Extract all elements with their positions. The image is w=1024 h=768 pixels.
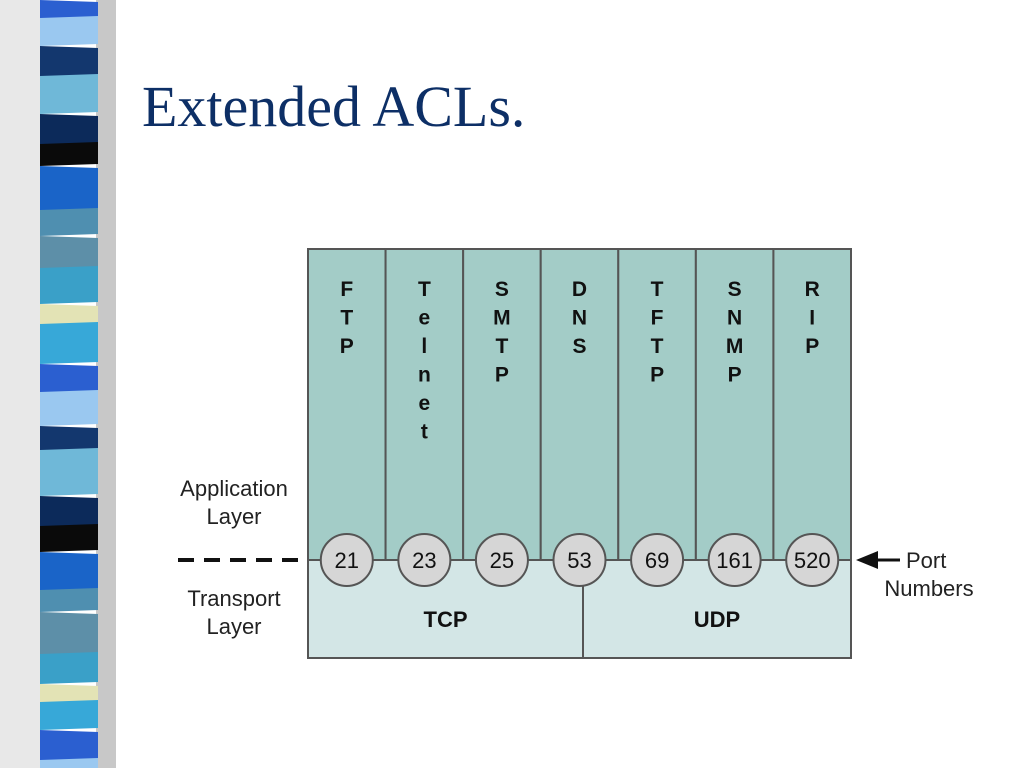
protocol-letter: P	[805, 335, 819, 358]
protocol-letter: T	[651, 335, 664, 358]
stripe-segment	[40, 496, 98, 528]
protocol-letter: S	[728, 278, 742, 301]
port-circle	[552, 533, 607, 587]
stripe-segment	[40, 236, 98, 270]
stripe-segment	[40, 16, 98, 46]
stripe-segment	[40, 74, 98, 114]
udp-label: UDP	[694, 607, 740, 632]
stripe-segment	[40, 588, 98, 612]
port-circle	[474, 533, 529, 587]
port-number: 25	[490, 548, 514, 573]
stripe-segment	[40, 524, 98, 552]
protocol-letter: T	[651, 278, 664, 301]
application-column	[307, 248, 387, 561]
stripe-bar-left-edge	[0, 0, 40, 768]
protocol-letter: n	[418, 364, 431, 387]
protocol-letter: S	[495, 278, 509, 301]
protocol-letter: D	[572, 278, 587, 301]
port-number: 53	[567, 548, 591, 573]
stripe-segment	[40, 322, 98, 364]
stripe-segment	[40, 684, 98, 704]
stripe-segment	[40, 114, 98, 146]
protocol-letter: I	[809, 307, 815, 330]
protocol-letter: P	[495, 364, 509, 387]
application-layer-label: Application	[180, 476, 288, 501]
port-circle	[785, 533, 840, 587]
stripe-segment	[40, 142, 98, 166]
decorative-stripe-bar	[0, 0, 116, 768]
stripe-segment	[40, 390, 98, 426]
port-circle	[319, 533, 374, 587]
stripe-segment	[40, 166, 98, 212]
stripe-segment	[40, 426, 98, 452]
protocol-letter: T	[418, 278, 431, 301]
protocol-letter: P	[340, 335, 354, 358]
protocol-letter: P	[728, 364, 742, 387]
port-circle	[707, 533, 762, 587]
protocol-letter: T	[496, 335, 509, 358]
protocol-letter: R	[805, 278, 820, 301]
protocol-letter: S	[572, 335, 586, 358]
stripe-segment	[40, 612, 98, 656]
protocol-letter: N	[572, 307, 587, 330]
stripe-segment	[40, 0, 98, 20]
port-numbers-label: Port	[906, 548, 946, 573]
protocol-letter: F	[651, 307, 664, 330]
stripe-segment	[40, 364, 98, 394]
transport-layer-label: Transport	[187, 586, 280, 611]
stripe-segment	[40, 46, 98, 78]
port-number: 21	[335, 548, 359, 573]
protocol-letter: P	[650, 364, 664, 387]
application-column	[462, 248, 542, 561]
protocol-letter: T	[340, 307, 353, 330]
protocol-letter: l	[421, 335, 427, 358]
stripe-segment	[40, 448, 98, 496]
port-number: 520	[794, 548, 831, 573]
stripe-segment	[40, 266, 98, 304]
stripe-segment	[40, 700, 98, 730]
port-number: 69	[645, 548, 669, 573]
protocol-letter: e	[419, 392, 431, 415]
tcp-label: TCP	[424, 607, 468, 632]
stripe-segment	[40, 730, 98, 762]
stripe-segment	[40, 304, 98, 326]
stripe-segment	[40, 652, 98, 684]
port-circle	[630, 533, 685, 587]
port-number: 23	[412, 548, 436, 573]
application-column	[384, 248, 465, 561]
stripe-segment	[40, 758, 98, 768]
port-number: 161	[716, 548, 753, 573]
protocol-letter: M	[726, 335, 744, 358]
port-circle	[397, 533, 452, 587]
arrow-left-icon	[856, 551, 878, 569]
stripe-segment	[40, 552, 98, 592]
slide-title: Extended ACLs.	[142, 74, 526, 139]
application-layer-label: Layer	[206, 504, 261, 529]
transport-layer-label: Layer	[206, 614, 261, 639]
protocol-letter: M	[493, 307, 511, 330]
protocol-letter: N	[727, 307, 742, 330]
port-numbers-label: Numbers	[884, 576, 973, 601]
stripe-bar-shadow	[96, 0, 116, 768]
protocol-letter: t	[421, 421, 428, 444]
stripe-segment	[40, 208, 98, 236]
application-column	[772, 248, 853, 561]
protocol-letter: F	[340, 278, 353, 301]
protocol-letter: e	[419, 307, 431, 330]
